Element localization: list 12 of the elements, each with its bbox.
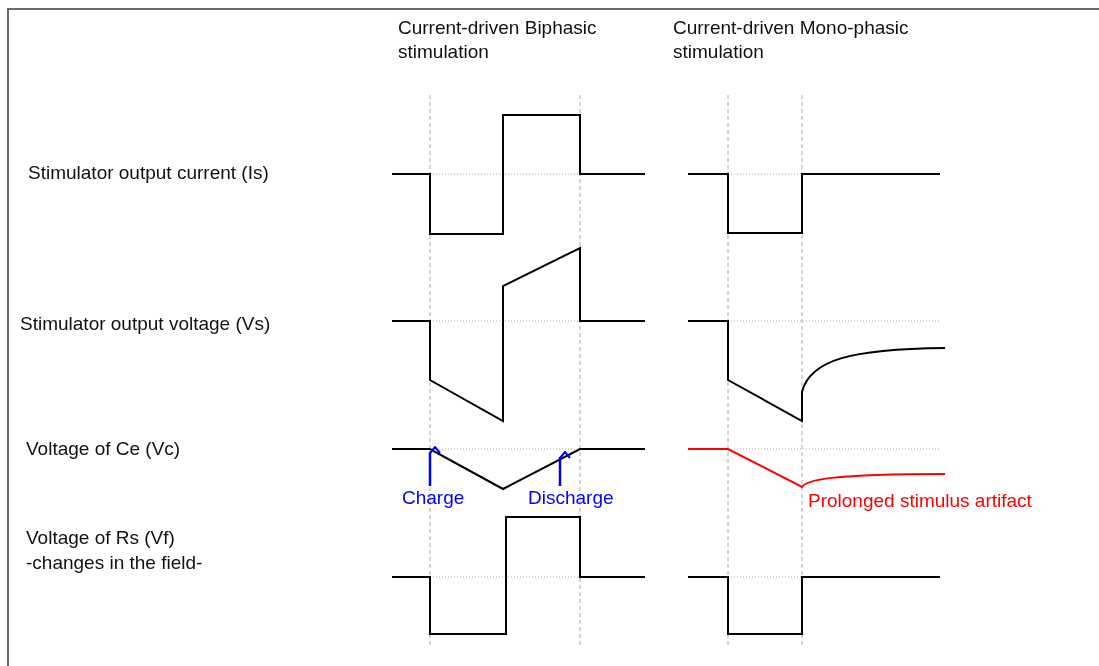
leader-arrow <box>428 446 441 486</box>
annotation-text: Prolonged stimulus artifact <box>808 490 1032 511</box>
annotation-text: Charge <box>402 487 465 508</box>
row-label: Voltage of Ce (Vc) <box>26 438 181 459</box>
row-label: Voltage of Rs (Vf) <box>26 527 175 548</box>
column-heading: Current-driven Mono-phasic stimulation <box>673 17 909 62</box>
annotation-text: Discharge <box>528 487 614 508</box>
row-label: Stimulator output current (Is) <box>28 162 269 183</box>
row-label: Stimulator output voltage (Vs) <box>20 313 271 334</box>
row-label: -changes in the field- <box>26 552 203 573</box>
column-heading: Current-driven Biphasic stimulation <box>398 17 597 62</box>
leader-arrow <box>558 451 571 486</box>
